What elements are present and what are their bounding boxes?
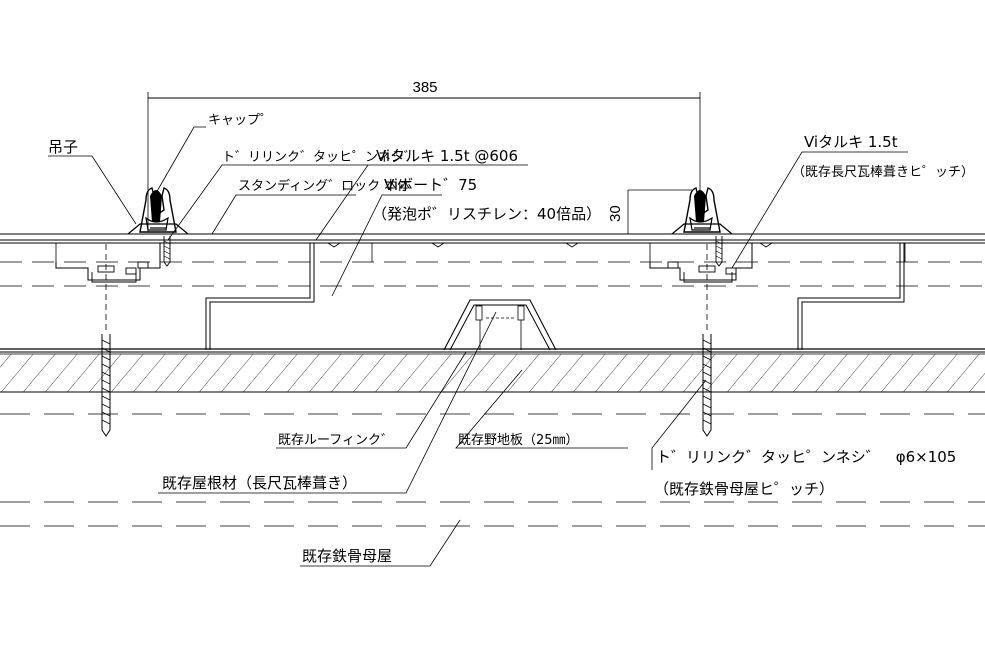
- channel-bolts: [97, 261, 737, 275]
- label-foam-polystyrene: （発泡ポ゛リスチレン：40倍品）: [372, 205, 601, 223]
- short-drill-screw-left: [163, 236, 171, 267]
- label-existing-roofing: 既存ルーフィンク゛: [278, 433, 394, 448]
- label-cap: キャップ゜: [208, 113, 273, 128]
- label-existing-steel-purlin: 既存鉄骨母屋: [302, 547, 392, 565]
- dimension-30-text: 30: [607, 205, 624, 222]
- label-drill-screw-top: ト゛リリンク゛タッヒ゜ンネシ゛: [222, 150, 417, 165]
- long-drill-screw-left: [101, 244, 111, 437]
- label-existing-roof-material: 既存屋根材（長尺瓦棒葺き）: [162, 474, 357, 492]
- vi-taruki-channels: [55, 243, 905, 350]
- label-steel-purlin-pitch: （既存鉄骨母屋ヒ゜ッチ）: [654, 480, 834, 498]
- label-vi-taruki-606: Viタルキ 1.5t @606: [376, 147, 518, 165]
- standing-seam-cap-left: [127, 187, 189, 235]
- vi-board-insulation: [0, 242, 985, 287]
- label-existing-pitch: （既存長尺瓦棒葺きヒ゜ッチ）: [792, 165, 974, 180]
- long-drill-screw-right: [702, 244, 712, 437]
- label-existing-nojiita: 既存野地板（25㎜）: [458, 433, 579, 448]
- existing-batten-rib: [443, 299, 557, 351]
- leader-lines: [48, 126, 908, 567]
- label-drill-screw-bottom: ト゛リリンク゛タッヒ゜ンネシ゛ φ6×105: [656, 448, 956, 466]
- label-standing-lock: スタンディング゛ロック 本体: [238, 178, 410, 194]
- label-vi-board: Viボート゛75: [384, 176, 477, 194]
- dimension-30: 30: [607, 189, 692, 234]
- existing-decking: [0, 348, 985, 393]
- dimension-385-text: 385: [412, 79, 437, 96]
- dimension-385: 385: [147, 79, 701, 232]
- existing-steel-purlin-lines: [0, 413, 985, 527]
- label-vi-taruki-right: Viタルキ 1.5t: [804, 133, 898, 151]
- standing-seam-cap-right: [671, 187, 733, 235]
- label-tsuriko: 吊子: [48, 138, 78, 156]
- standing-seam-roof-sheet: [0, 233, 985, 241]
- short-drill-screw-right: [715, 236, 723, 267]
